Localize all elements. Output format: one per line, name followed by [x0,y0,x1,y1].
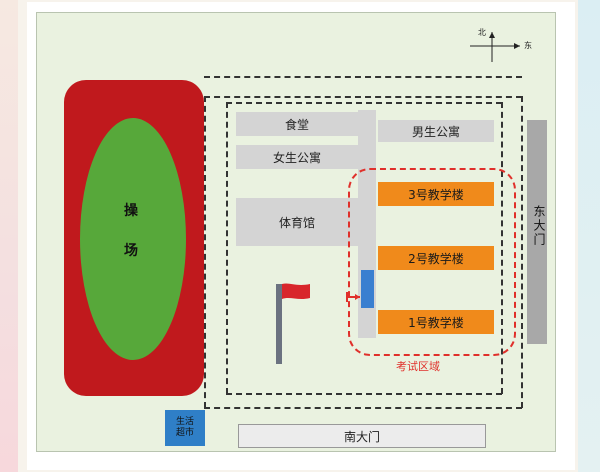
left-background-strip [0,0,18,472]
compass-east-label: 东 [524,41,532,50]
gymnasium: 体育馆 [236,198,358,246]
exam-area-outline [348,168,516,356]
right-background-strip [578,0,600,472]
road-dashed-line [204,407,522,409]
supermarket-label-2: 超市 [175,428,194,438]
road-dashed-line [204,96,522,98]
playground-label-bottom: 场 [124,243,138,259]
compass-icon [470,32,520,62]
road-dashed-line [226,102,502,104]
red-flag-icon [282,283,310,299]
road-dashed-line [501,102,503,394]
playground-field [80,118,186,360]
road-dashed-line [226,102,228,394]
road-dashed-line [226,393,502,395]
east-gate-label: 东大门 [532,205,546,247]
boundary-dashed-line [204,76,522,78]
compass-north-label: 北 [478,28,486,37]
road-dashed-line [521,96,523,408]
exam-area-label: 考试区域 [396,360,440,373]
playground-label-top: 操 [124,203,138,219]
south-gate: 南大门 [238,424,486,448]
classroom-building-3: 3号教学楼 [378,182,494,206]
entry-door [361,270,374,308]
road-dashed-line [204,96,206,408]
classroom-building-1: 1号教学楼 [378,310,494,334]
supermarket-label-1: 生活 [175,417,194,427]
flagpole [276,284,282,364]
canteen: 食堂 [236,112,358,136]
female-dormitory: 女生公寓 [236,145,358,169]
classroom-building-2: 2号教学楼 [378,246,494,270]
east-gate [527,120,547,344]
supermarket: 生活 超市 [165,410,205,446]
male-dormitory: 男生公寓 [378,120,494,142]
